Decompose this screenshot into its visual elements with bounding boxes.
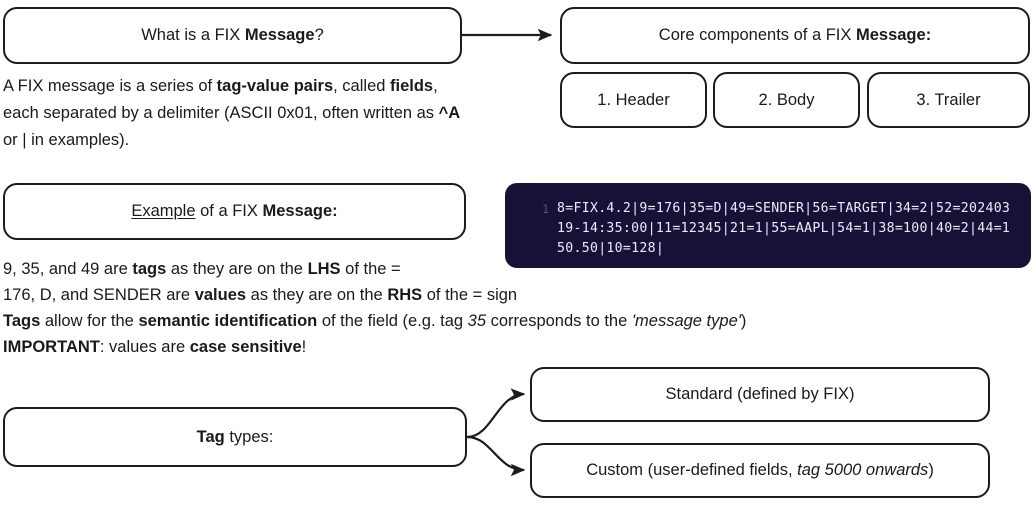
arrow-tag-types-to-standard xyxy=(466,388,526,439)
node-what-is-label: What is a FIX Message? xyxy=(141,26,324,45)
bullet-line-important-case-sensitive: IMPORTANT: values are case sensitive! xyxy=(3,338,307,356)
node-tag-type-custom-label: Custom (user-defined fields, tag 5000 on… xyxy=(586,461,934,480)
node-core-components[interactable]: Core components of a FIX Message: xyxy=(560,7,1030,64)
paragraph-fix-message-definition: A FIX message is a series of tag-value p… xyxy=(3,77,461,149)
node-component-header[interactable]: 1. Header xyxy=(560,72,707,128)
node-example-of-a-fix-message[interactable]: Example of a FIX Message: xyxy=(3,183,466,240)
node-tag-type-standard[interactable]: Standard (defined by FIX) xyxy=(530,367,990,422)
component-body-label: 2. Body xyxy=(758,90,815,109)
node-component-trailer[interactable]: 3. Trailer xyxy=(867,72,1030,128)
node-component-body[interactable]: 2. Body xyxy=(713,72,860,128)
arrow-tag-types-to-custom xyxy=(466,435,526,477)
bullet-line-semantic-identification: Tags allow for the semantic identificati… xyxy=(3,312,747,330)
code-line-number: 1 xyxy=(542,202,549,216)
node-core-components-label: Core components of a FIX Message: xyxy=(658,26,932,45)
node-tag-type-standard-label: Standard (defined by FIX) xyxy=(665,385,855,404)
node-what-is-a-fix-message[interactable]: What is a FIX Message? xyxy=(3,7,462,64)
node-tag-type-custom[interactable]: Custom (user-defined fields, tag 5000 on… xyxy=(530,443,990,498)
component-header-label: 1. Header xyxy=(597,90,670,109)
node-tag-types-label: Tag types: xyxy=(196,427,274,446)
component-trailer-label: 3. Trailer xyxy=(916,90,981,109)
code-block-fix-message-example[interactable]: 1 8=FIX.4.2|9=176|35=D|49=SENDER|56=TARG… xyxy=(505,183,1031,268)
bullet-line-tags: 9, 35, and 49 are tags as they are on th… xyxy=(3,260,401,278)
code-content[interactable]: 8=FIX.4.2|9=176|35=D|49=SENDER|56=TARGET… xyxy=(557,201,1011,256)
node-tag-types[interactable]: Tag types: xyxy=(3,407,467,467)
bullet-line-values: 176, D, and SENDER are values as they ar… xyxy=(3,286,518,304)
node-example-label: Example of a FIX Message: xyxy=(131,202,338,221)
